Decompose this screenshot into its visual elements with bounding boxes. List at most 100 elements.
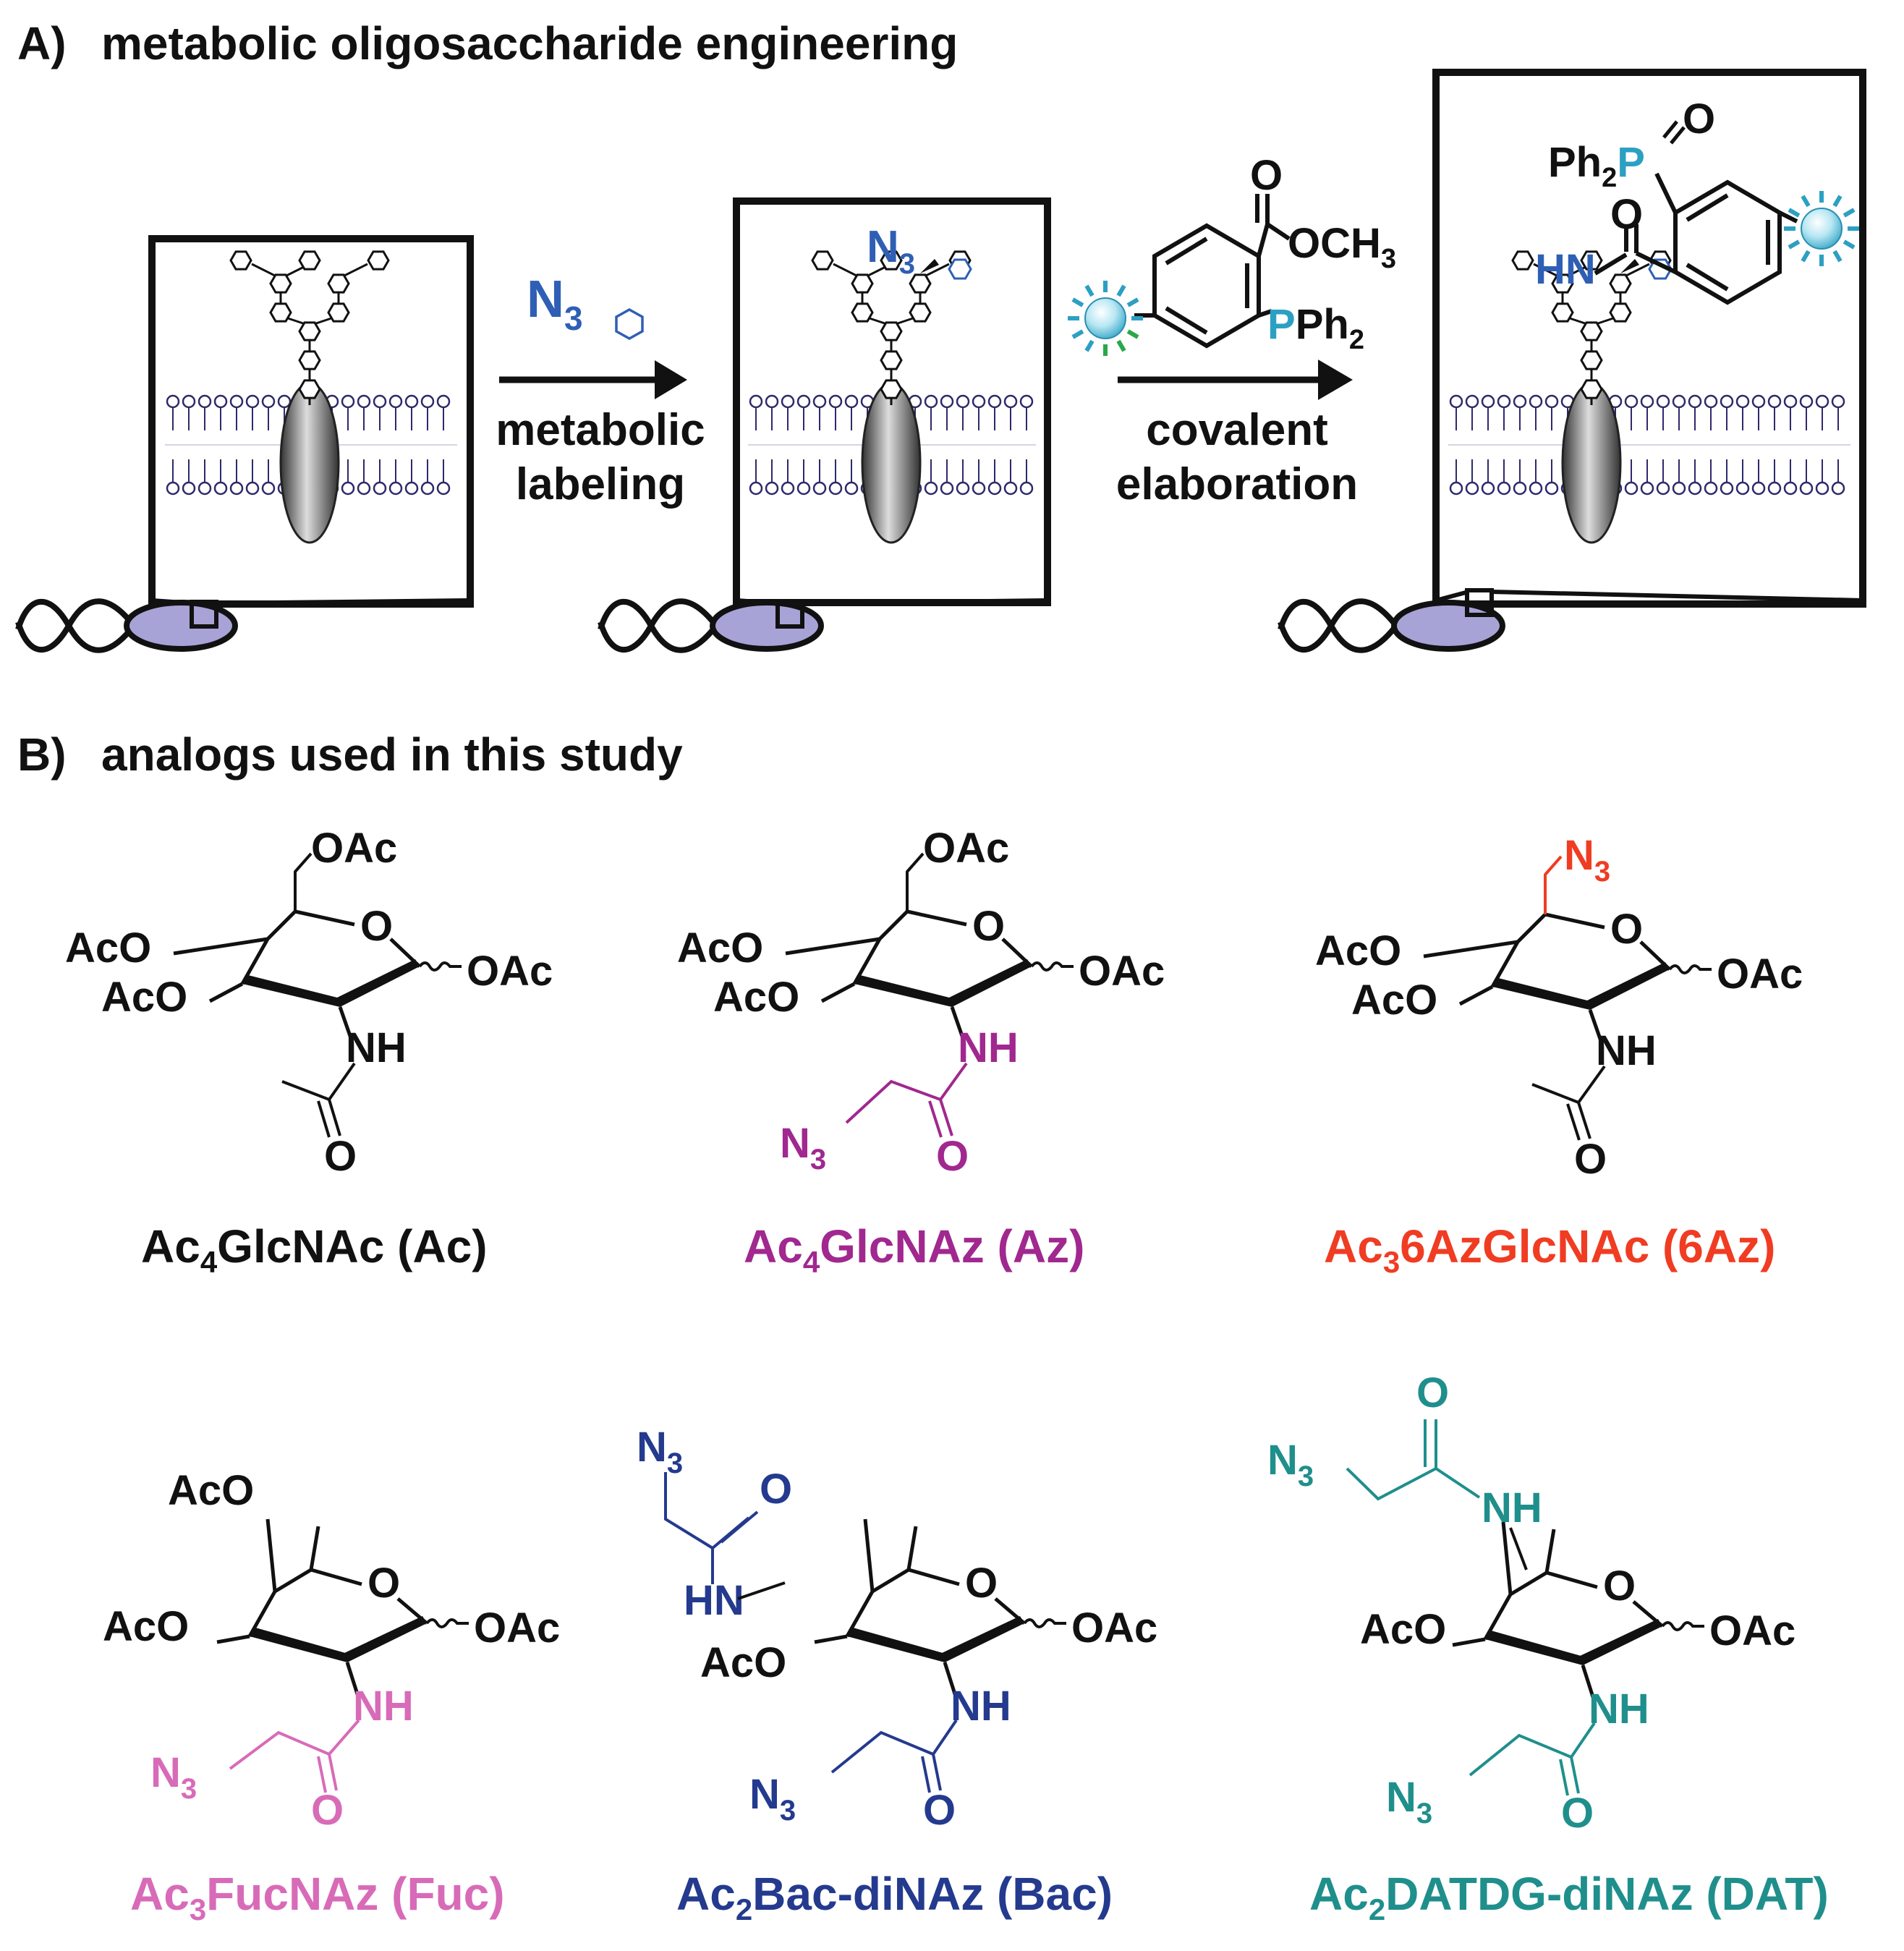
c5-top-o: O: [760, 1466, 792, 1513]
c6-top-azidoacetyl: [1346, 1419, 1481, 1501]
lipid-head: [781, 394, 795, 409]
lipid-head: [1672, 481, 1686, 496]
ring-bond: [1509, 1570, 1598, 1597]
c2-ring-o: O: [972, 903, 1005, 950]
c6-nh: NH: [1589, 1686, 1649, 1733]
anomeric-wavy-bond: [425, 1618, 469, 1628]
lipid-head: [1799, 394, 1814, 409]
azido-sugar-ring: [948, 258, 972, 280]
glycan-tree-2: [811, 250, 972, 405]
box-2-azide: N3: [867, 222, 915, 280]
cell-body-2: [710, 600, 824, 652]
c5-hn-bond: [737, 1581, 786, 1600]
lipid-head: [341, 481, 355, 496]
lipid-head: [1019, 481, 1034, 496]
lipid-head: [1640, 481, 1654, 496]
lipid-head: [420, 394, 435, 409]
lipid-head: [1019, 394, 1034, 409]
ring-wedge: [336, 959, 420, 1007]
lipid-head: [972, 394, 986, 409]
lipid-head: [245, 394, 260, 409]
lipid-head: [229, 481, 244, 496]
probe-ray: [1084, 284, 1095, 297]
lipid-head: [213, 394, 228, 409]
lipid-head: [1767, 394, 1782, 409]
lipid-head: [972, 481, 986, 496]
lipid-head: [1672, 394, 1686, 409]
c2-n-bond: [1588, 1009, 1603, 1042]
ring-bond: [878, 909, 967, 940]
c5-top-azide: N3: [637, 1424, 683, 1479]
c5-aco-3: AcO: [700, 1639, 786, 1686]
sugar-ring: [367, 250, 390, 271]
panel-b: B) analogs used in this study OAc AcO Ac…: [17, 728, 1829, 1926]
c2-acyl-azide: N3: [780, 1120, 826, 1176]
lipid-head: [1799, 481, 1814, 496]
zoom-guide-3a: [1435, 590, 1469, 603]
ring-wedge: [1586, 962, 1670, 1010]
c1-nh: NH: [346, 1024, 407, 1071]
zoom-origin-3: [1465, 588, 1494, 617]
zoom-guide-3b: [1489, 590, 1863, 603]
ring-bond: [240, 938, 270, 985]
reagent-p-bond: [1258, 309, 1272, 318]
lipid-head: [987, 481, 1002, 496]
lipid-head: [420, 481, 435, 496]
lipid-head: [1544, 481, 1559, 496]
lipid-head: [261, 394, 276, 409]
lipid-head: [1656, 394, 1670, 409]
lipid-head: [1751, 481, 1766, 496]
ring-wedge: [250, 1628, 353, 1662]
cell-2: [598, 598, 1048, 653]
reagent-carbonyl-o: O: [1250, 152, 1283, 199]
lipid-head: [1720, 481, 1734, 496]
c4-acyl-o: O: [311, 1787, 344, 1834]
lipid-head: [924, 394, 938, 409]
sugar-ring: [229, 250, 252, 271]
lipid-head: [1767, 481, 1782, 496]
c5-anomeric-oac: OAc: [1071, 1604, 1157, 1652]
ring-bond: [1516, 912, 1605, 943]
c4-o-bond: [1423, 940, 1518, 959]
fuc-ring-6: [1452, 1521, 1704, 1700]
lipid-head: [1624, 394, 1639, 409]
c5-methyl-bond: [309, 1526, 320, 1570]
c3-o-bond: [1452, 1637, 1486, 1647]
wedge-bond: [1620, 259, 1639, 273]
c6-bond: [1544, 855, 1563, 914]
lipid-head: [956, 394, 970, 409]
c5-acyl-o: O: [923, 1787, 956, 1834]
sugar-ring: [1551, 302, 1574, 323]
product-po-bond-1: [1670, 126, 1686, 145]
compound-ac4glcnac: OAc AcO AcO O OAc NH O Ac4GlcNAc (Ac): [65, 825, 553, 1279]
c4-o-bond: [785, 937, 880, 956]
lipid-head: [1449, 481, 1463, 496]
sugar-ring: [880, 250, 903, 271]
c1-c6-oac: OAc: [311, 825, 397, 872]
ring-bond: [1490, 940, 1520, 988]
glycan-tree-3: [1511, 250, 1673, 405]
lipid-head: [1704, 481, 1718, 496]
stage-3-probe-conjugated: Ph2P O O HN: [1278, 69, 1866, 653]
anomeric-wavy-bond: [418, 961, 462, 972]
lipid-head: [1529, 481, 1543, 496]
lipid-head: [197, 481, 212, 496]
c3-aco-3: AcO: [1351, 977, 1437, 1024]
c1-aco-3: AcO: [101, 974, 187, 1021]
c2-aco-4: AcO: [677, 925, 763, 972]
c6-bond: [906, 852, 925, 911]
c4-aco-3: AcO: [103, 1603, 189, 1650]
probe-ray: [1843, 208, 1856, 218]
c3-nh: NH: [1596, 1027, 1657, 1074]
probe-ray: [1116, 284, 1126, 297]
lipid-head: [197, 394, 212, 409]
zoom-guide-2b: [801, 598, 1048, 605]
c6-aco-3: AcO: [1360, 1606, 1446, 1653]
lipid-head: [781, 481, 795, 496]
reagent-benzene-ring: [1152, 223, 1261, 349]
lipid-head: [1815, 394, 1829, 409]
fluorophore-probe-product: [1784, 191, 1859, 266]
sugar-ring: [327, 273, 350, 294]
reagent-ring-dbl-3: [1165, 306, 1208, 335]
ring-bond: [845, 1590, 875, 1638]
